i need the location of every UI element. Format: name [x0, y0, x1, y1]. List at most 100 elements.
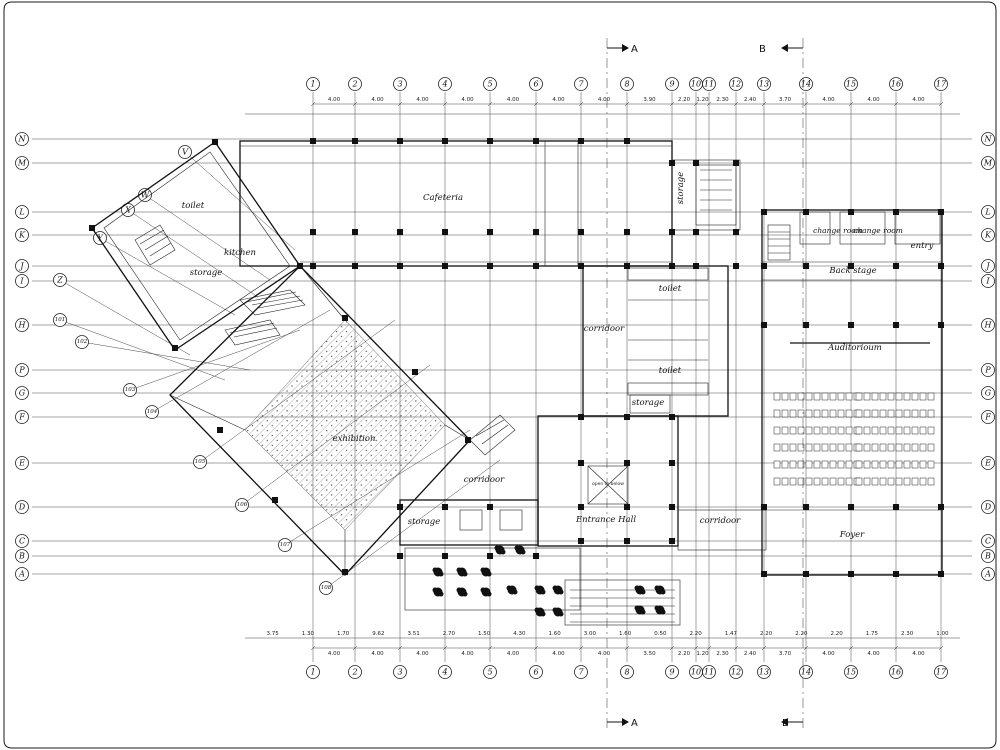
column: [487, 553, 493, 559]
column: [412, 369, 418, 375]
auditorium-stair: [767, 224, 791, 261]
structural-columns: [89, 138, 944, 577]
seat: [863, 392, 871, 401]
seat: [813, 426, 821, 435]
grid-bubble-label: 1: [310, 668, 315, 677]
seat: [887, 477, 895, 486]
tree-icon: [514, 545, 526, 555]
seat: [863, 460, 871, 469]
seat: [845, 443, 853, 452]
column: [89, 225, 95, 231]
column: [733, 229, 739, 235]
grid-bubble-label: H: [18, 321, 27, 330]
grid-bubble-label: 15: [846, 80, 856, 89]
seat: [855, 409, 863, 418]
seat: [871, 477, 879, 486]
seat: [797, 443, 805, 452]
grid-bubble-label: K: [18, 231, 26, 240]
grid-line-d-102: [81, 341, 251, 371]
column: [669, 263, 675, 269]
structural-grid: [32, 92, 972, 662]
tree-icon: [480, 587, 492, 597]
seat: [903, 477, 911, 486]
tree-icon: [654, 585, 666, 595]
column: [487, 138, 493, 144]
grid-bubble-label: 7: [578, 80, 584, 89]
grid-bubble-label: C: [19, 537, 25, 546]
column: [310, 138, 316, 144]
grid-bubble-label: 14: [801, 668, 811, 677]
grid-bubble-M-right: M: [981, 156, 995, 170]
grid-bubble-3-top: 3: [393, 77, 407, 91]
grid-bubble-label: 108: [321, 585, 332, 591]
west-stair: [224, 289, 306, 346]
seat: [789, 426, 797, 435]
grid-bubble-label: N: [984, 135, 993, 144]
grid-bubble-label: 11: [704, 80, 714, 89]
seat: [805, 477, 813, 486]
column: [624, 460, 630, 466]
column: [578, 414, 584, 420]
seat: [797, 409, 805, 418]
column: [624, 538, 630, 544]
grid-bubble-16-top: 16: [889, 77, 903, 91]
column: [669, 460, 675, 466]
grid-bubble-label: 10: [691, 668, 701, 677]
column: [533, 263, 539, 269]
seat: [895, 392, 903, 401]
seat: [781, 443, 789, 452]
grid-bubble-12-bottom: 12: [729, 665, 743, 679]
column: [669, 504, 675, 510]
grid-bubble-G-left: G: [15, 386, 29, 400]
dim-top-bay: 1.20: [696, 97, 709, 103]
dim-bottom-bay: 2.20: [678, 651, 691, 657]
rotated-west-wing: [91, 141, 516, 576]
column: [624, 504, 630, 510]
column: [669, 538, 675, 544]
seat: [845, 426, 853, 435]
dim-top-bay: 4.00: [328, 97, 341, 103]
column: [733, 160, 739, 166]
grid-bubble-label: 17: [936, 80, 947, 89]
grid-bubble-P-left: P: [15, 363, 29, 377]
grid-bubble-3-bottom: 3: [393, 665, 407, 679]
grid-bubble-105: 105: [193, 455, 207, 469]
dim-bottom-segment: 1.30: [302, 631, 315, 637]
seat: [911, 392, 919, 401]
south-entry: [404, 545, 681, 626]
grid-bubble-label: M: [983, 159, 993, 168]
section-b-top-label: B: [759, 44, 766, 55]
dim-bottom-segment: 2.20: [690, 631, 703, 637]
seat: [903, 392, 911, 401]
seat: [887, 443, 895, 452]
room-label-change-room-1: change room: [813, 226, 863, 235]
planting: [432, 545, 666, 617]
column: [578, 460, 584, 466]
grid-bubble-102: 102: [75, 335, 89, 349]
grid-bubble-label: 10: [691, 80, 701, 89]
grid-bubble-label: 16: [891, 80, 901, 89]
column: [693, 263, 699, 269]
grid-bubble-label: 104: [147, 409, 158, 415]
grid-bubble-label: D: [18, 503, 26, 512]
dim-bottom-bay: 4.00: [461, 651, 474, 657]
seat: [781, 460, 789, 469]
column: [533, 229, 539, 235]
seat: [895, 426, 903, 435]
grid-bubble-label: I: [985, 277, 990, 286]
dim-bottom-segment: 0.50: [654, 631, 667, 637]
room-label-corridoor-west: corridoor: [464, 475, 505, 485]
seat: [821, 409, 829, 418]
dim-bottom-bay: 2.30: [716, 651, 729, 657]
grid-bubble-label: Y: [97, 234, 103, 243]
room-label-cafeteria: Cafeteria: [423, 193, 463, 203]
column: [442, 229, 448, 235]
grid-bubble-N-left: N: [15, 132, 29, 146]
grid-bubble-label: 5: [487, 668, 492, 677]
seat: [871, 443, 879, 452]
grid-bubble-1-bottom: 1: [306, 665, 320, 679]
grid-bubble-label: L: [18, 208, 24, 217]
seat: [781, 477, 789, 486]
